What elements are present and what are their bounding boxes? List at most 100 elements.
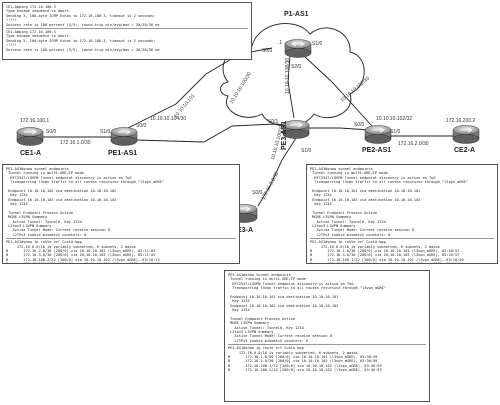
router-ce1-a[interactable]	[16, 127, 44, 146]
console-line: Active Tunnel Mode: Current receive sess…	[6, 228, 110, 233]
console-line: RFC2547/L3VPN Tunnel endpoint discovery …	[228, 281, 354, 286]
router-pe3-as1[interactable]	[282, 120, 310, 139]
label-ce3-s00: S0/0	[252, 190, 263, 196]
console-line: MGRE L3VPN Summary	[6, 215, 48, 220]
label-pe1-as1: PE1-AS1	[108, 150, 137, 157]
console-line: RFC2547/L3VPN Tunnel endpoint discovery …	[310, 175, 436, 180]
console-line: Tunnel running in multi-GRE/IP mode	[228, 277, 306, 282]
console-line: B 172.16.3.0/30 [200/0] via 10.10.10.103…	[6, 253, 156, 258]
console-line: Key 1234	[228, 308, 250, 313]
label-pe3-as1: PE3-AS1	[281, 121, 288, 150]
console-line: B 172.16.100.2/32 [200/0] via 10.10.10.1…	[228, 368, 382, 373]
label-ce1-lan: 172.16.100.1	[20, 118, 49, 124]
console-line: 172.16.0.0/16 is variably subnetted, 6 s…	[6, 244, 136, 249]
console-line: Transporting l3vpn traffic to all routes…	[228, 286, 386, 291]
console-line: Tunnel Endpoint Process Active	[228, 316, 296, 321]
console-line: B 172.16.100.1/32 [200/0] via 10.10.10.1…	[310, 257, 464, 262]
label-net-b: 10.10.10.104/30	[150, 116, 186, 122]
console-section: PE1-AS1#show ip route vrf CustA bgp 172.…	[6, 238, 236, 263]
console-line: Sending 5, 100-byte ICMP Echos to 172.16…	[6, 38, 156, 43]
console-line: Key 1234	[228, 299, 250, 304]
console-line: B 172.16.2.0/30 [200/0] via 10.10.10.102…	[228, 359, 378, 364]
label-ce3-net: 172.16.3.0/30	[260, 171, 280, 201]
console-line: Active Tunnel Mode: Current receive sess…	[228, 334, 332, 339]
console-line: CE1-A#ping 172.16.100.3	[6, 29, 56, 34]
label-ce3-a: CE3-A	[232, 227, 253, 234]
router-pe2-as1[interactable]	[364, 125, 392, 144]
label-pe2-s10: S1/0	[390, 129, 401, 135]
console-line: RFC2547/L3VPN Tunnel endpoint discovery …	[6, 175, 132, 180]
console-line: Transporting l3vpn traffic to all routes…	[6, 180, 164, 185]
console-line: Key 1234	[6, 193, 28, 198]
console-line: Endpoint 10.10.10.101 via destination 10…	[310, 188, 421, 193]
link-pe3-ce3	[257, 137, 297, 207]
label-p1-lo-b: .1	[278, 40, 282, 46]
console-line: PE2-AS1#show ip route vrf CustA bgp	[310, 240, 386, 245]
console-line: Success rate is 100 percent (5/5), round…	[6, 22, 160, 27]
console-line: Transporting l3vpn traffic to all routes…	[310, 180, 468, 185]
console-line: B 172.16.100.1/32 [200/0] via 10.10.10.1…	[228, 363, 382, 368]
console-line: Key 1234	[310, 193, 332, 198]
label-pe1-s10: S1/0	[100, 129, 111, 135]
console-line: L2TPv3 cookie mismatch counters: 0	[228, 338, 309, 343]
console-line: L2tpv3 L3VPN Summary	[6, 224, 52, 229]
console-section: PE3-AS1#show ip route vrf CustA bgp 172.…	[228, 344, 426, 372]
router-ce2-a[interactable]	[452, 125, 480, 144]
label-p1-s20: S2/0	[291, 64, 302, 70]
label-p1-s00: S0/0	[262, 48, 273, 54]
console-line: B 172.16.1.0/30 [200/0] via 10.10.10.101…	[310, 249, 460, 254]
provider-cloud	[220, 23, 365, 127]
label-p1-as1: P1-AS1	[284, 11, 309, 18]
console-line: Active Tunnel: Tunnel0, Key 1234	[6, 219, 82, 224]
console-line: L2TPv3 cookie mismatch counters: 0	[310, 232, 391, 237]
console-line: 172.16.0.0/16 is variably subnetted, 6 s…	[310, 244, 440, 249]
label-pe3-s10: S1/0	[301, 148, 312, 154]
console-line: Endpoint 10.10.10.103 via destination 10…	[6, 197, 117, 202]
console-line: Type escape sequence to abort.	[6, 9, 71, 14]
console-line: Active Tunnel Mode: Current receive sess…	[310, 228, 414, 233]
console-line: Tunnel Endpoint Process Active	[310, 210, 378, 215]
label-net-c: 10.10.10.108/30	[285, 58, 291, 94]
console-line: B 172.16.1.0/30 [200/0] via 10.10.10.101…	[228, 355, 378, 360]
console-line: Tunnel running in multi-GRE/IP mode	[310, 171, 388, 176]
console-pe1-output: PE1-AS1#show tunnel endpoints Tunnel run…	[2, 164, 240, 264]
console-line: Key 1234	[6, 202, 28, 207]
router-p1-as1[interactable]	[284, 39, 312, 58]
label-ce1-s00: S0/0	[46, 129, 57, 135]
console-line: !!!!!	[6, 43, 17, 48]
link-pe1-pe3	[135, 123, 293, 143]
label-ce2-a: CE2-A	[454, 147, 475, 154]
console-line: Active Tunnel: Tunnel0, Key 1234	[310, 219, 386, 224]
console-line: PE1-AS1#show tunnel endpoints	[6, 167, 69, 171]
router-pe1-as1[interactable]	[110, 127, 138, 146]
console-line: CE1-A#ping 172.16.100.3	[6, 5, 56, 9]
label-p1-s10: S1/0	[312, 41, 323, 47]
link-p1-pe2	[303, 55, 373, 127]
console-line: Success rate is 100 percent (5/5), round…	[6, 47, 160, 52]
console-pe2-output: PE2-AS1#show tunnel endpoints Tunnel run…	[306, 164, 498, 264]
console-line: Type escape sequence to abort.	[6, 34, 71, 39]
console-line: L2tpv3 L3VPN Summary	[228, 330, 274, 335]
console-line: 172.16.0.0/16 is variably subnetted, 6 s…	[228, 350, 358, 355]
label-pe3-s01: S0/1	[268, 119, 279, 125]
console-line: L2tpv3 L3VPN Summary	[310, 224, 356, 229]
console-line: Key 1234	[310, 202, 332, 207]
console-line: B 172.16.100.3/32 [200/0] via 10.10.10.1…	[6, 262, 236, 263]
console-section: PE3-AS1#show tunnel endpoints Tunnel run…	[228, 273, 426, 343]
label-ce2-lan: 172.16.200.2	[446, 118, 475, 124]
console-line: Sending 5, 100-byte ICMP Echos to 172.16…	[6, 13, 156, 18]
link-p1-pe3	[287, 55, 295, 119]
label-ce1-net: 172.16.1.0/30	[60, 140, 91, 146]
label-pe1-s00: S0/0	[136, 123, 147, 129]
console-line: Endpoint 10.10.10.101 via destination 10…	[228, 294, 339, 299]
console-line: B 172.16.2.0/30 [200/0] via 10.10.10.102…	[6, 249, 156, 254]
console-line: Active Tunnel: Tunnel0, Key 1234	[228, 325, 304, 330]
label-ce2-net: 172.16.2.0/30	[398, 141, 429, 147]
console-line: MGRE L3VPN Summary	[228, 321, 270, 326]
console-line: Tunnel running in multi-GRE/IP mode	[6, 171, 84, 176]
console-line: PE2-AS1#show tunnel endpoints	[310, 167, 373, 171]
